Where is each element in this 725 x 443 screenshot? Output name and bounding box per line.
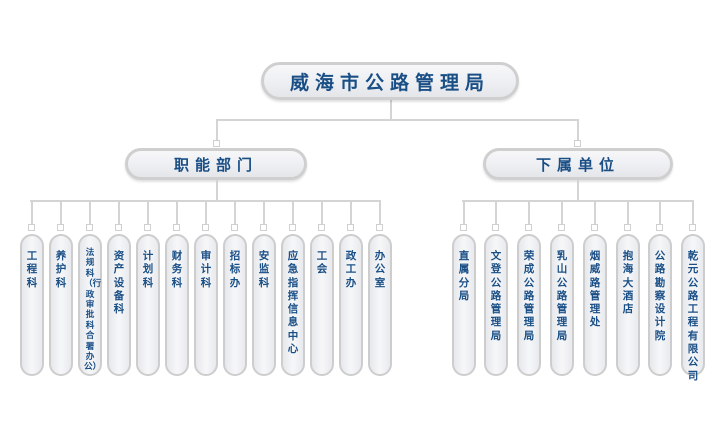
right-children-bar	[462, 200, 694, 202]
right-group-connector	[577, 180, 579, 200]
connector-square	[689, 224, 696, 231]
subordinate-node[interactable]: 乾元公路工程有限公司	[681, 234, 705, 382]
left-group-connector	[216, 180, 218, 200]
department-node[interactable]: 养护科	[49, 234, 73, 376]
node-label: 直属分局	[458, 250, 470, 302]
child-connector	[692, 200, 694, 226]
group-node-subordinates[interactable]: 下属单位	[483, 148, 673, 180]
right-branch-drop	[577, 119, 579, 141]
node-label: 计划科	[142, 250, 154, 289]
child-connector	[118, 200, 120, 226]
department-node[interactable]: 财务科	[165, 234, 189, 376]
subordinate-node[interactable]: 抱海大酒店	[616, 234, 640, 376]
connector-square	[574, 140, 581, 147]
connector-square	[460, 224, 467, 231]
child-connector	[627, 200, 629, 226]
connector-square	[376, 224, 383, 231]
node-label: 工程科	[26, 250, 38, 289]
child-connector	[205, 200, 207, 226]
node-label: 养护科	[55, 250, 67, 289]
department-node[interactable]: 办公室	[368, 234, 392, 376]
department-node[interactable]: 资产设备科	[107, 234, 131, 376]
node-label: 政工办	[345, 250, 357, 289]
child-connector	[292, 200, 294, 226]
child-connector	[594, 200, 596, 226]
child-connector	[350, 200, 352, 226]
subordinate-node[interactable]: 乳山公路管理局	[550, 234, 574, 376]
department-node[interactable]: 招标办	[223, 234, 247, 376]
connector-square	[347, 224, 354, 231]
subordinate-node[interactable]: 直属分局	[452, 234, 476, 376]
connector-square	[86, 224, 93, 231]
node-label: 乾元公路工程有限公司	[687, 250, 699, 382]
connector-square	[213, 140, 220, 147]
left-branch-drop	[216, 119, 218, 141]
connector-square	[318, 224, 325, 231]
node-label: 荣成公路管理局	[523, 250, 535, 342]
child-connector	[379, 200, 381, 226]
node-label: 法规科（行政审批科合署办公）	[84, 248, 102, 373]
node-label: 工会	[316, 250, 328, 276]
connector-square	[525, 224, 532, 231]
group-node-departments[interactable]: 职能部门	[125, 148, 307, 180]
subordinate-node[interactable]: 公路勘察设计院	[648, 234, 672, 376]
top-branch-line	[216, 119, 579, 121]
department-node[interactable]: 安监科	[252, 234, 276, 376]
connector-square	[260, 224, 267, 231]
node-label: 办公室	[374, 250, 386, 289]
department-node[interactable]: 工程科	[20, 234, 44, 376]
department-node[interactable]: 应急指挥信息中心	[281, 234, 305, 376]
child-connector	[176, 200, 178, 226]
root-connector	[390, 100, 392, 120]
connector-square	[28, 224, 35, 231]
department-node[interactable]: 政工办	[339, 234, 363, 376]
node-label: 应急指挥信息中心	[287, 250, 299, 356]
child-connector	[263, 200, 265, 226]
connector-square	[144, 224, 151, 231]
node-label: 抱海大酒店	[622, 250, 634, 316]
child-connector	[234, 200, 236, 226]
connector-square	[558, 224, 565, 231]
department-node[interactable]: 法规科（行政审批科合署办公）	[78, 234, 102, 376]
node-label: 烟威路管理处	[589, 250, 601, 329]
node-label: 公路勘察设计院	[654, 250, 666, 342]
child-connector	[321, 200, 323, 226]
connector-square	[492, 224, 499, 231]
child-connector	[60, 200, 62, 226]
connector-square	[624, 224, 631, 231]
subordinate-node[interactable]: 烟威路管理处	[583, 234, 607, 376]
connector-square	[289, 224, 296, 231]
child-connector	[89, 200, 91, 226]
node-label: 安监科	[258, 250, 270, 289]
node-label: 文登公路管理局	[490, 250, 502, 342]
child-connector	[463, 200, 465, 226]
child-connector	[31, 200, 33, 226]
root-node[interactable]: 威海市公路管理局	[261, 62, 519, 100]
node-label: 招标办	[229, 250, 241, 289]
department-node[interactable]: 计划科	[136, 234, 160, 376]
child-connector	[147, 200, 149, 226]
child-connector	[495, 200, 497, 226]
connector-square	[656, 224, 663, 231]
child-connector	[659, 200, 661, 226]
subordinate-node[interactable]: 文登公路管理局	[484, 234, 508, 376]
node-label: 乳山公路管理局	[556, 250, 568, 342]
child-connector	[561, 200, 563, 226]
subordinate-node[interactable]: 荣成公路管理局	[517, 234, 541, 376]
connector-square	[231, 224, 238, 231]
connector-square	[115, 224, 122, 231]
child-connector	[528, 200, 530, 226]
department-node[interactable]: 工会	[310, 234, 334, 376]
department-node[interactable]: 审计科	[194, 234, 218, 376]
connector-square	[57, 224, 64, 231]
node-label: 资产设备科	[113, 250, 125, 316]
connector-square	[591, 224, 598, 231]
node-label: 审计科	[200, 250, 212, 289]
node-label: 财务科	[171, 250, 183, 289]
connector-square	[202, 224, 209, 231]
connector-square	[173, 224, 180, 231]
